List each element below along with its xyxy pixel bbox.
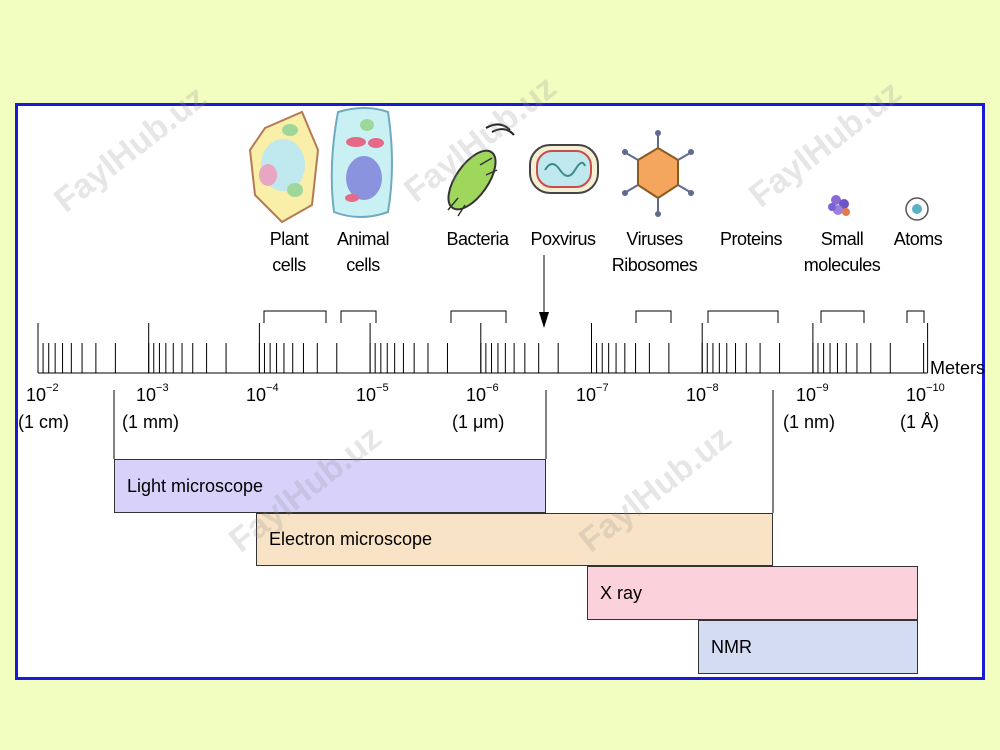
plant-cell-icon xyxy=(248,110,320,224)
tick-label: 10−8 xyxy=(686,382,719,405)
range-small-molecules xyxy=(820,310,865,323)
range-animal-cells xyxy=(340,310,377,323)
animal-cell-icon xyxy=(330,107,393,218)
range-bacteria xyxy=(450,310,507,323)
tick-label: 10−10 xyxy=(906,382,945,405)
poxvirus-icon xyxy=(529,144,599,194)
tick-label: 10−7 xyxy=(576,382,609,405)
bar-x-ray: X ray xyxy=(587,566,918,620)
tick-label: 10−5 xyxy=(356,382,389,405)
tick-label: 10−4 xyxy=(246,382,279,405)
label-proteins: Proteins xyxy=(719,229,783,249)
label-poxvirus: Poxvirus xyxy=(530,229,596,249)
bacteria-icon xyxy=(447,123,515,217)
label-atoms: Atoms xyxy=(893,229,943,249)
range-plant-cells xyxy=(263,310,327,323)
tick-label: 10−3 xyxy=(136,382,169,405)
arrow-head xyxy=(539,312,549,328)
range-proteins xyxy=(707,310,779,323)
molecule-icon xyxy=(828,195,850,216)
tick-sublabel: (1 Å) xyxy=(900,412,940,432)
atom-icon xyxy=(905,197,929,221)
virus-icon xyxy=(622,130,694,217)
range-atoms xyxy=(906,310,925,323)
tick-sublabel: (1 cm) xyxy=(18,412,69,432)
bar-light-microscope: Light microscope xyxy=(114,459,546,513)
bar-nmr: NMR xyxy=(698,620,918,674)
tick-label: 10−2 xyxy=(26,382,59,405)
tick-sublabel: (1 nm) xyxy=(783,412,836,432)
label-bacteria: Bacteria xyxy=(446,229,509,249)
tick-label: 10−6 xyxy=(466,382,499,405)
tick-sublabel: (1 μm) xyxy=(452,412,505,432)
range-viruses xyxy=(635,310,672,323)
bar-electron-microscope: Electron microscope xyxy=(256,513,773,566)
tick-sublabel: (1 mm) xyxy=(122,412,179,432)
unit-label: Meters xyxy=(930,358,986,378)
tick-label: 10−9 xyxy=(796,382,829,405)
